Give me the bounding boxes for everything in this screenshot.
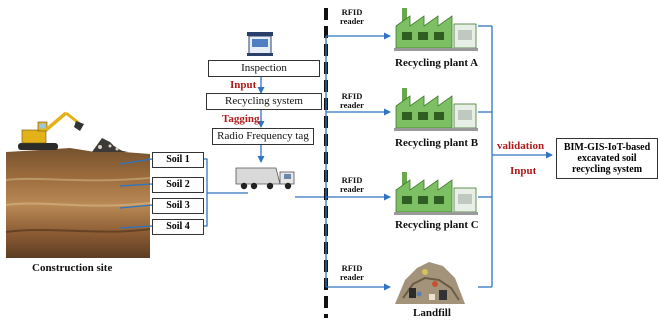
soil-3-label: Soil 3 <box>152 198 204 214</box>
inspection-booth-icon <box>247 32 273 56</box>
recycling-plant-a-label: Recycling plant A <box>395 57 479 69</box>
output-input-label: Input <box>510 165 537 177</box>
soil-connectors <box>119 158 248 229</box>
soil-2-label: Soil 2 <box>152 177 204 193</box>
construction-site-label: Construction site <box>32 262 113 274</box>
input-label: Input <box>230 79 257 91</box>
tagging-label: Tagging <box>222 113 260 125</box>
inspection-box: Inspection <box>208 60 320 77</box>
recycling-plant-b-icon <box>394 88 478 131</box>
recycling-system-box: Recycling system <box>206 93 322 110</box>
recycling-plant-b-label: Recycling plant B <box>395 137 479 149</box>
recycling-plant-c-icon <box>394 172 478 215</box>
recycling-plant-c-label: Recycling plant C <box>395 219 479 231</box>
recycling-plant-a-icon <box>394 8 478 51</box>
soil-4-label: Soil 4 <box>152 219 204 235</box>
rf-tag-box: Radio Frequency tag <box>212 128 314 145</box>
soil-1-label: Soil 1 <box>152 152 204 168</box>
bim-gis-iot-system-box: BIM-GIS-IoT-based excavated soil recycli… <box>556 138 658 179</box>
landfill-label: Landfill <box>413 307 451 319</box>
excavator-icon <box>18 111 84 150</box>
landfill-icon <box>395 262 465 304</box>
system-line-3: recycling system <box>571 164 643 175</box>
output-connectors <box>478 25 553 288</box>
destination-branches <box>325 32 391 291</box>
soil-cross-section-image <box>5 138 151 258</box>
validation-label: validation <box>497 140 545 152</box>
system-line-1: BIM-GIS-IoT-based <box>563 142 651 153</box>
truck-icon <box>235 167 295 190</box>
system-line-2: excavated soil <box>577 153 637 164</box>
